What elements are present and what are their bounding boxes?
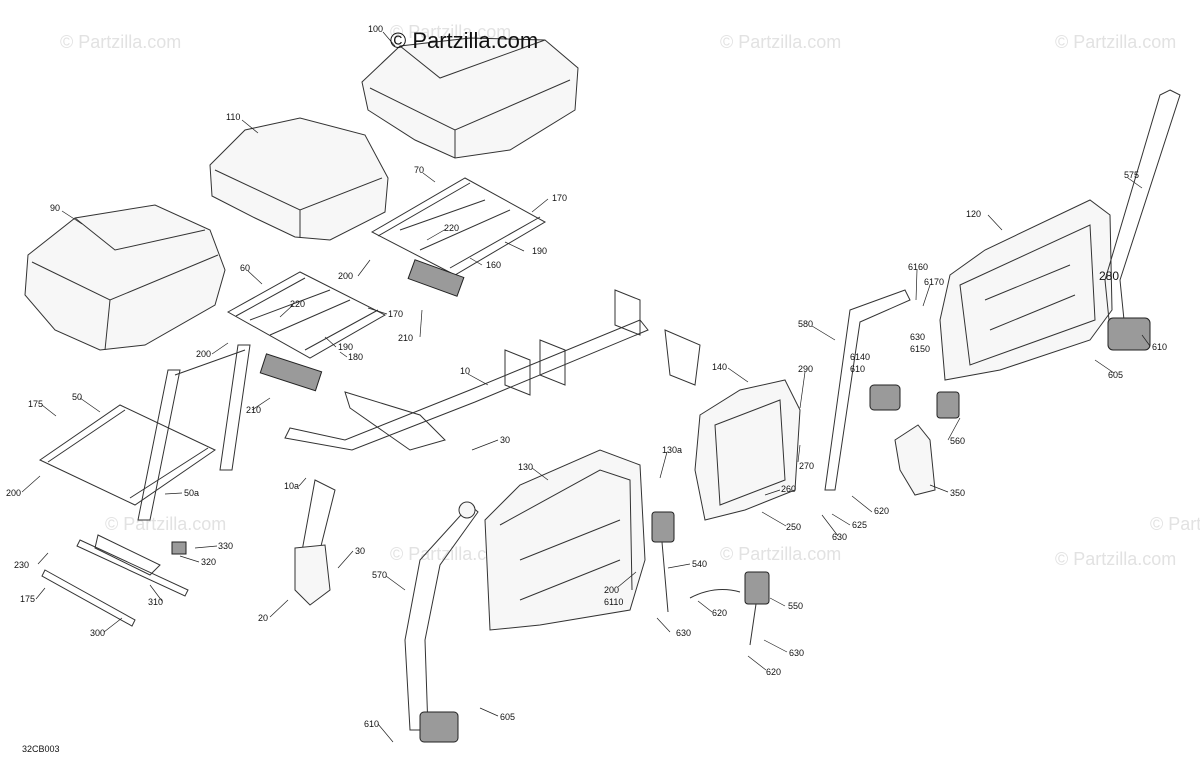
callout-label: 320 <box>201 557 216 567</box>
callout-label: 160 <box>486 260 501 270</box>
trim-350 <box>894 424 936 496</box>
slide-rails <box>41 534 189 627</box>
watermark-text: © Partzilla.com <box>720 32 841 52</box>
callout-label: 100 <box>368 24 383 34</box>
callout-label: 6150 <box>910 344 930 354</box>
callout-label: 620 <box>712 608 727 618</box>
backrest-130 <box>484 449 646 631</box>
callout-label: 180 <box>348 352 363 362</box>
callout-label: 190 <box>532 246 547 256</box>
callout-label: 90 <box>50 203 60 213</box>
watermark-text: © Partzilla.com <box>1150 514 1200 534</box>
callout-label: 280 <box>1099 269 1119 283</box>
callout-label: 610 <box>1152 342 1167 352</box>
callout-label: 630 <box>676 628 691 638</box>
callout-label: 230 <box>14 560 29 570</box>
callout-label: 130a <box>662 445 682 455</box>
callout-label: 10a <box>284 481 299 491</box>
callout-label: 220 <box>290 299 305 309</box>
seat-belt-570 <box>404 501 479 743</box>
callouts: 100 110 90 70 170 220 190 160 200 60 220… <box>6 24 1167 729</box>
callout-label: 140 <box>712 362 727 372</box>
seat-cushion-100 <box>361 37 579 159</box>
callout-label: 260 <box>781 484 796 494</box>
watermark-text: © Partzilla.com <box>1055 32 1176 52</box>
callout-label: 625 <box>852 520 867 530</box>
callout-label: 575 <box>1124 170 1139 180</box>
callout-label: 620 <box>874 506 889 516</box>
seat-frame-70 <box>370 177 547 297</box>
callout-label: 6110 <box>604 597 623 607</box>
callout-label: 610 <box>850 364 865 374</box>
callout-label: 200 <box>6 488 21 498</box>
callout-label: 540 <box>692 559 707 569</box>
watermark-text: © Partzilla.com <box>390 22 511 42</box>
callout-label: 6140 <box>850 352 870 362</box>
backrest-cover-140 <box>694 379 801 521</box>
callout-label: 200 <box>338 271 353 281</box>
callout-label: 620 <box>766 667 781 677</box>
seat-frame-60 <box>226 271 387 392</box>
callout-label: 570 <box>372 570 387 580</box>
callout-label: 270 <box>799 461 814 471</box>
callout-label: 560 <box>950 436 965 446</box>
callout-label: 20 <box>258 613 268 623</box>
callout-label: 605 <box>1108 370 1123 380</box>
callout-label: 170 <box>388 309 403 319</box>
callout-label: 10 <box>460 366 470 376</box>
callout-label: 70 <box>414 165 424 175</box>
seat-frame-50 <box>39 344 251 521</box>
callout-label: 190 <box>338 342 353 352</box>
buckles <box>651 391 960 646</box>
callout-label: 200 <box>196 349 211 359</box>
main-frame-10 <box>284 289 701 606</box>
callout-label: 30 <box>500 435 510 445</box>
copyright-text: © Partzilla.com <box>390 28 538 53</box>
watermark-text: © Partzilla.com <box>60 32 181 52</box>
callout-label: 350 <box>950 488 965 498</box>
callout-label: 60 <box>240 263 250 273</box>
callout-label: 210 <box>398 333 413 343</box>
watermark-text: © Partzilla.com <box>1055 549 1176 569</box>
seat-belt-580 <box>824 289 911 491</box>
seat-cushion-90 <box>24 204 226 351</box>
callout-label: 210 <box>246 405 261 415</box>
callout-label: 630 <box>789 648 804 658</box>
callout-label: 310 <box>148 597 163 607</box>
callout-label: 200 <box>604 585 619 595</box>
callout-label: 120 <box>966 209 981 219</box>
leader-lines <box>21 31 1151 743</box>
seat-cushion-110 <box>209 117 389 241</box>
callout-label: 630 <box>910 332 925 342</box>
callout-label: 6170 <box>924 277 944 287</box>
callout-label: 330 <box>218 541 233 551</box>
callout-label: 130 <box>518 462 533 472</box>
callout-label: 50 <box>72 392 82 402</box>
callout-label: 30 <box>355 546 365 556</box>
callout-label: 110 <box>226 112 240 122</box>
watermark-layer: © Partzilla.com© Partzilla.com© Partzill… <box>60 22 1200 569</box>
callout-label: 250 <box>786 522 801 532</box>
backrest-120 <box>939 199 1113 381</box>
part-drawings <box>24 37 1181 743</box>
callout-label: 605 <box>500 712 515 722</box>
callout-label: 175 <box>20 594 35 604</box>
seat-belt-575 <box>1104 89 1181 351</box>
callout-label: 220 <box>444 223 459 233</box>
callout-label: 50a <box>184 488 199 498</box>
callout-label: 580 <box>798 319 813 329</box>
watermark-text: © Partzilla.com <box>720 544 841 564</box>
callout-label: 6160 <box>908 262 928 272</box>
callout-label: 300 <box>90 628 105 638</box>
watermark-text: © Partzilla.com <box>105 514 226 534</box>
callout-label: 175 <box>28 399 43 409</box>
callout-label: 610 <box>364 719 379 729</box>
callout-label: 170 <box>552 193 567 203</box>
callout-label: 290 <box>798 364 813 374</box>
callout-label: 630 <box>832 532 847 542</box>
callout-label: 550 <box>788 601 803 611</box>
diagram-reference: 32CB003 <box>22 744 60 754</box>
